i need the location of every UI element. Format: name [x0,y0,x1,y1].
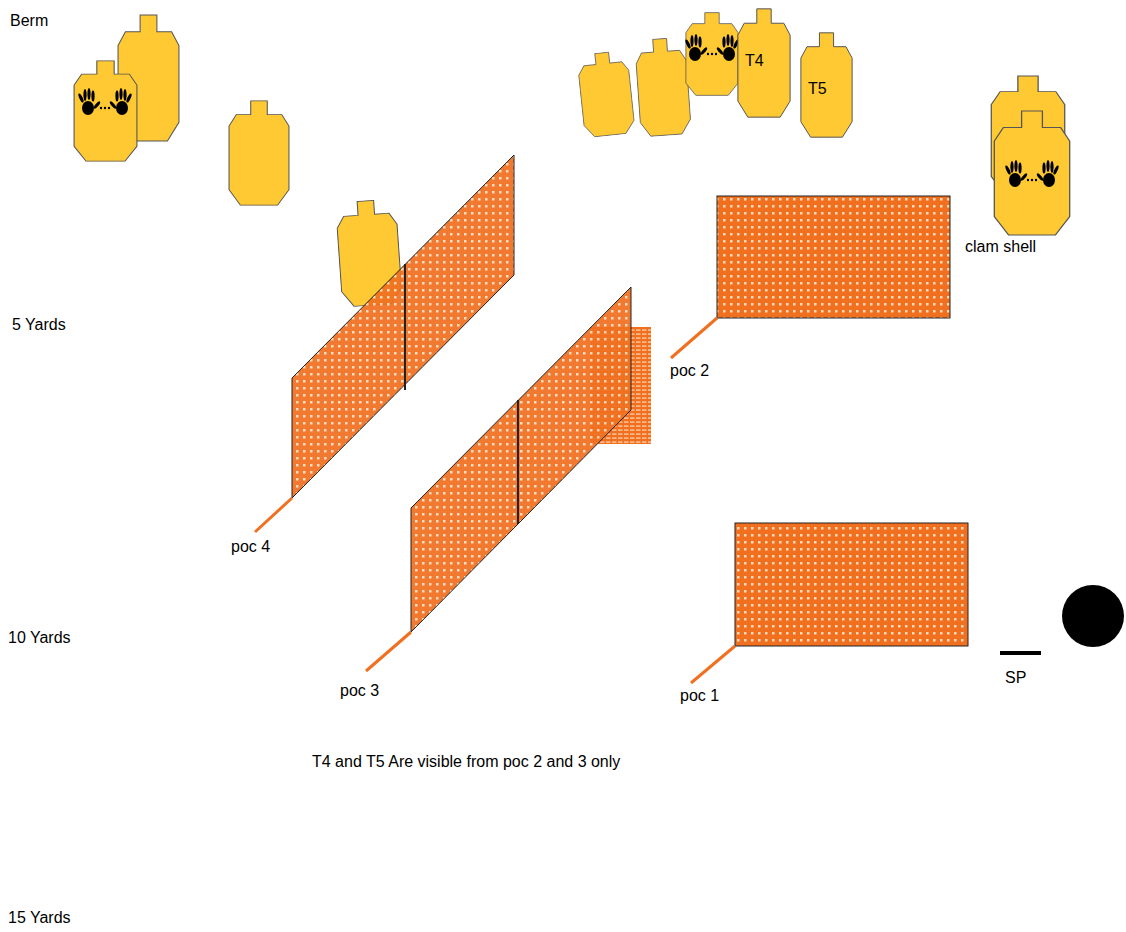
stage-label: poc 3 [340,682,379,700]
target-silhouette: T5 [800,32,853,138]
stage-label: poc 2 [670,362,709,380]
target-label: T5 [808,80,827,98]
stage-label: Berm [10,12,48,30]
stage-label: 15 Yards [8,909,71,927]
target-label: T4 [745,52,764,70]
stage-label: 10 Yards [8,629,71,647]
stage-label: poc 1 [680,687,719,705]
stage-label: poc 4 [231,538,270,556]
stage-label: 5 Yards [12,316,66,334]
target-silhouette: T4 [737,8,791,118]
stage-label: SP [1005,669,1026,687]
note-text: T4 and T5 Are visible from poc 2 and 3 o… [312,753,620,771]
stage-label: clam shell [965,238,1036,256]
